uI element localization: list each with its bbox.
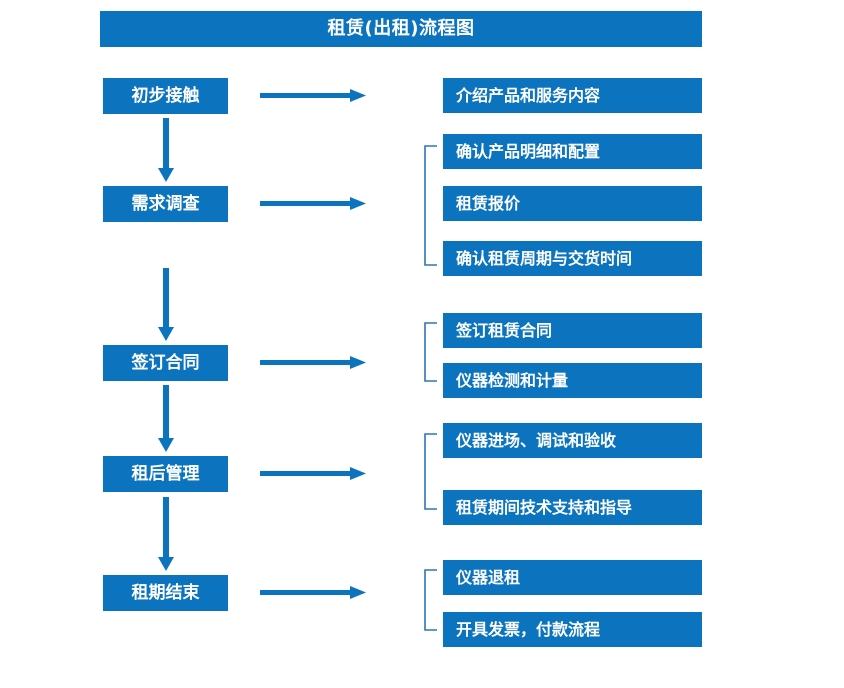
diagram-title-banner: 租赁(出租)流程图	[100, 11, 702, 47]
horizontal-arrow-2	[260, 195, 366, 213]
horizontal-arrow-3	[260, 354, 366, 372]
stage-box-5[interactable]: 租期结束	[103, 575, 228, 611]
detail-box-1[interactable]: 介绍产品和服务内容	[443, 78, 702, 113]
detail-box-7[interactable]: 仪器进场、调试和验收	[443, 423, 702, 458]
group-bracket-5	[424, 569, 438, 631]
stage-label-1: 初步接触	[131, 85, 200, 106]
group-bracket-2	[424, 145, 438, 266]
detail-label-2: 确认产品明细和配置	[456, 141, 601, 161]
detail-label-3: 租赁报价	[456, 193, 521, 213]
stage-label-2: 需求调查	[131, 193, 200, 214]
detail-box-10[interactable]: 开具发票，付款流程	[443, 612, 702, 647]
stage-box-1[interactable]: 初步接触	[103, 78, 228, 114]
detail-label-7: 仪器进场、调试和验收	[456, 430, 617, 450]
stage-label-3: 签订合同	[131, 352, 200, 373]
detail-label-5: 签订租赁合同	[456, 320, 553, 340]
detail-label-4: 确认租赁周期与交货时间	[456, 248, 633, 268]
horizontal-arrow-5	[260, 584, 366, 602]
detail-box-3[interactable]: 租赁报价	[443, 186, 702, 221]
detail-label-9: 仪器退租	[456, 567, 521, 587]
stage-box-2[interactable]: 需求调查	[103, 186, 228, 222]
detail-label-1: 介绍产品和服务内容	[456, 85, 601, 105]
detail-box-2[interactable]: 确认产品明细和配置	[443, 134, 702, 169]
detail-label-10: 开具发票，付款流程	[456, 619, 601, 639]
vertical-arrow-4-to-5	[158, 497, 174, 571]
stage-label-5: 租期结束	[131, 582, 200, 603]
vertical-arrow-1-to-2	[158, 118, 174, 182]
detail-label-8: 租赁期间技术支持和指导	[456, 497, 633, 517]
detail-box-9[interactable]: 仪器退租	[443, 560, 702, 595]
detail-box-8[interactable]: 租赁期间技术支持和指导	[443, 490, 702, 525]
stage-box-3[interactable]: 签订合同	[103, 345, 228, 381]
group-bracket-4	[424, 433, 438, 510]
vertical-arrow-3-to-4	[158, 385, 174, 452]
horizontal-arrow-1	[260, 87, 366, 105]
horizontal-arrow-4	[260, 465, 366, 483]
detail-box-6[interactable]: 仪器检测和计量	[443, 363, 702, 398]
detail-box-4[interactable]: 确认租赁周期与交货时间	[443, 241, 702, 276]
stage-label-4: 租后管理	[131, 463, 200, 484]
detail-label-6: 仪器检测和计量	[456, 370, 569, 390]
diagram-title-text: 租赁(出租)流程图	[327, 18, 475, 39]
group-bracket-3	[424, 322, 438, 382]
detail-box-5[interactable]: 签订租赁合同	[443, 313, 702, 348]
stage-box-4[interactable]: 租后管理	[103, 456, 228, 492]
vertical-arrow-2-to-3	[158, 268, 174, 341]
